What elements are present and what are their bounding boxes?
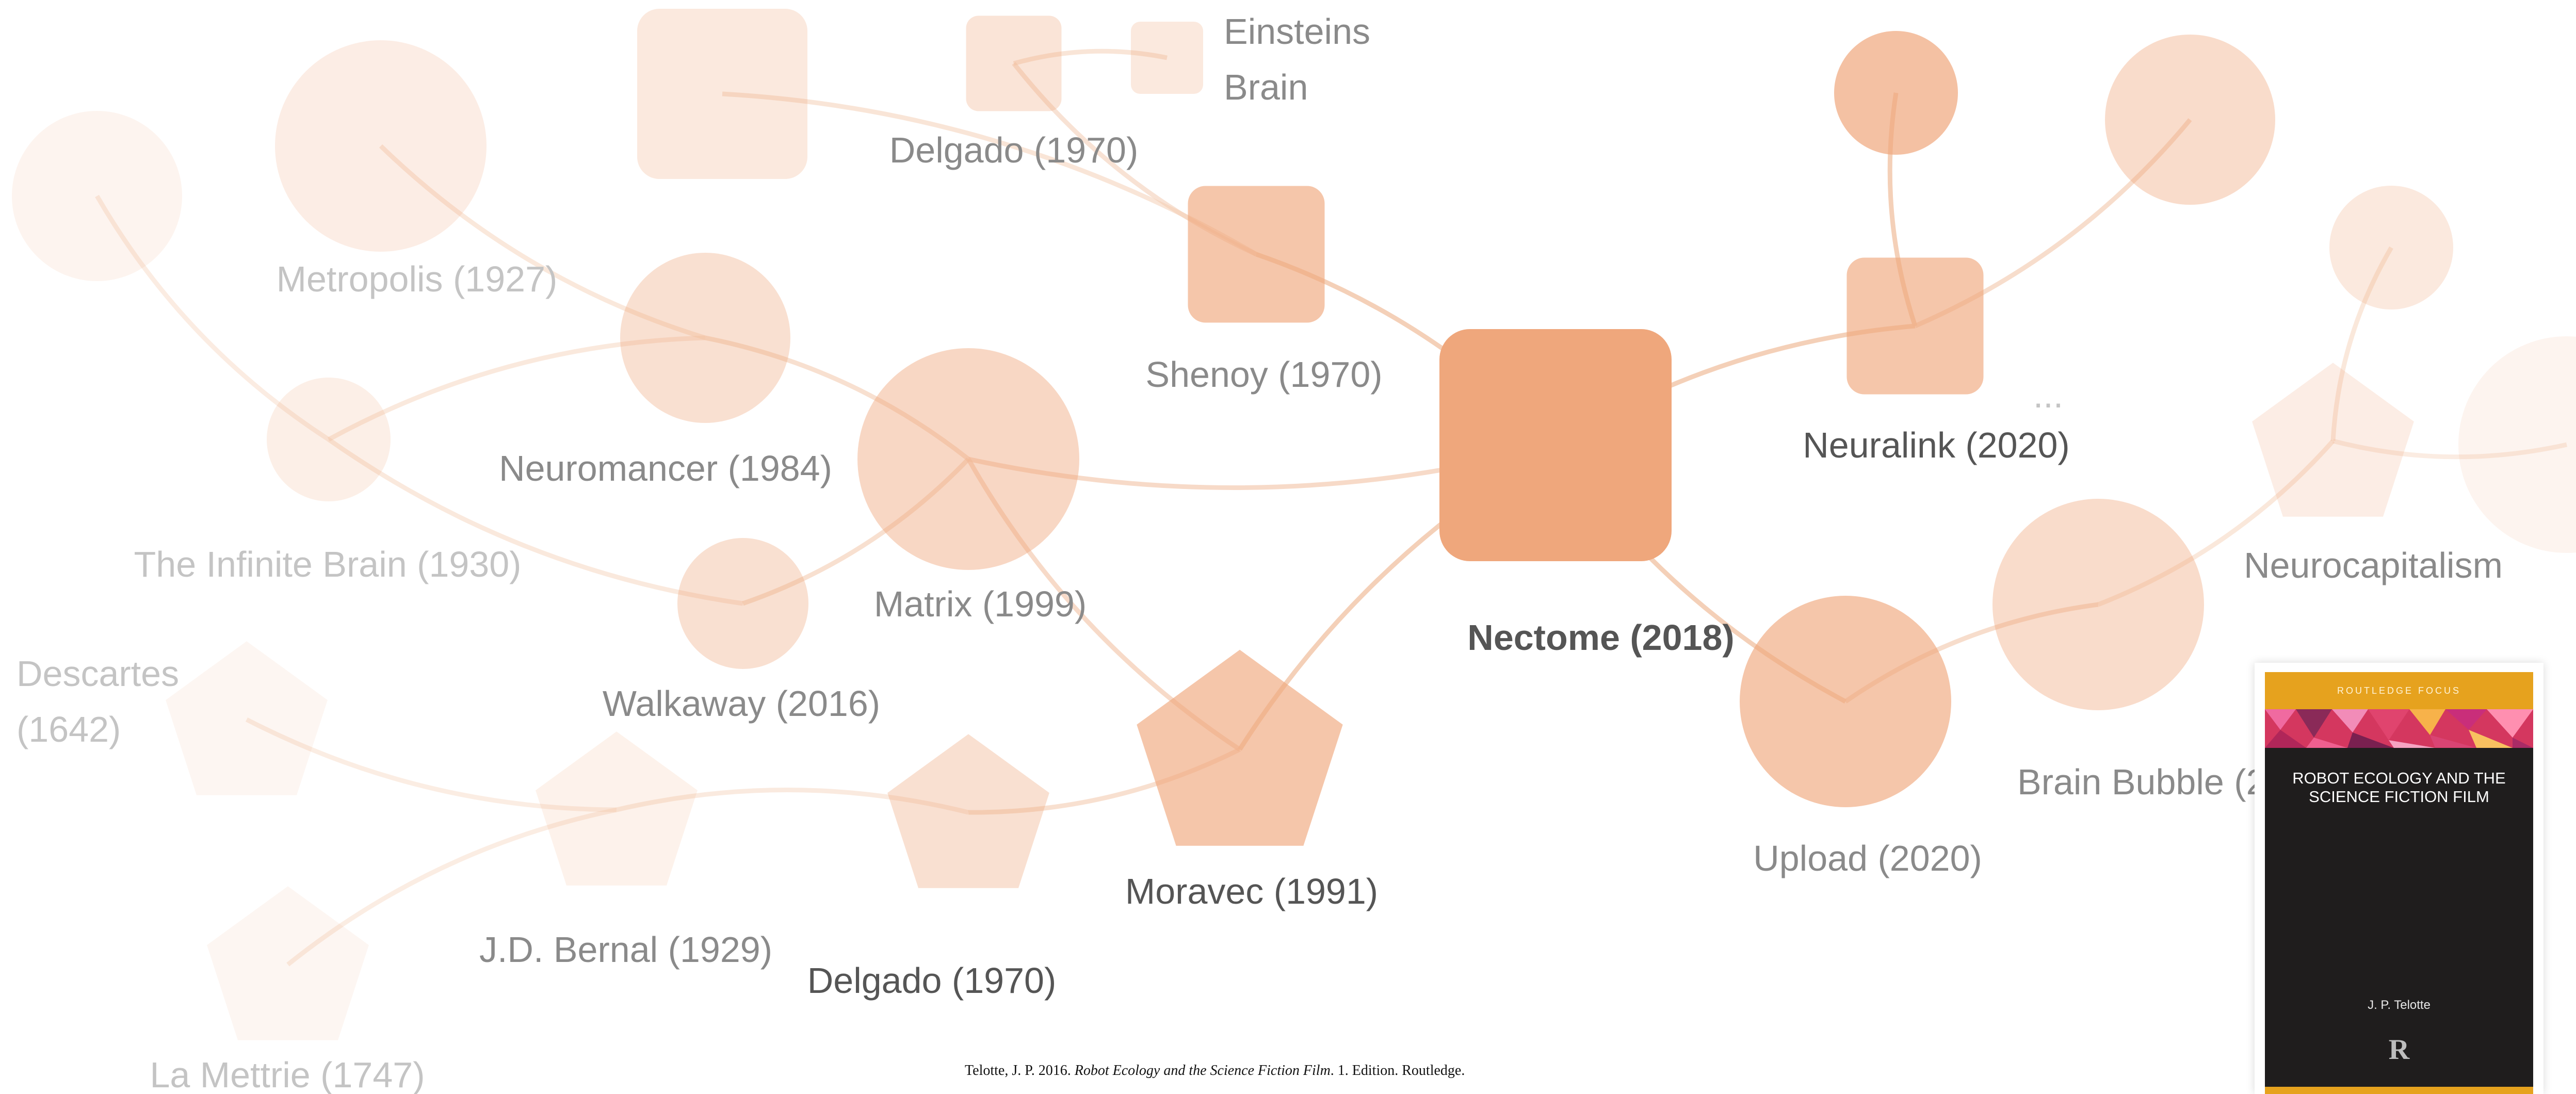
label-upload: Upload (2020) (1753, 838, 1982, 878)
node-walkaway[interactable] (677, 538, 808, 669)
label-neurocapitalism: Neurocapitalism (2244, 545, 2503, 585)
node-shenoy[interactable] (1188, 186, 1325, 323)
edge-neurocapitalism-right-edge-circle (2332, 438, 2567, 460)
label-walkaway: Walkaway (2016) (603, 683, 880, 724)
label-bernal: J.D. Bernal (1929) (479, 929, 772, 970)
label-delgado-top: Delgado (1970) (889, 130, 1139, 170)
label-moravec: Moravec (1991) (1125, 871, 1378, 911)
book-author: J. P. Telotte (2368, 998, 2431, 1012)
node-neurocapitalism[interactable] (2252, 363, 2414, 517)
label-neuromancer: Neuromancer (1984) (499, 448, 832, 488)
book-mosaic-art (2265, 709, 2533, 748)
node-top-square-unlabeled[interactable] (637, 9, 807, 179)
node-nectome[interactable] (1439, 329, 1672, 561)
node-infinite-brain[interactable] (267, 378, 391, 501)
node-einsteins-brain[interactable] (1131, 22, 1203, 94)
label-metropolis: Metropolis (1927) (277, 259, 558, 299)
book-top-band (2265, 672, 2533, 709)
edge-neuromancer-infinite-brain (327, 335, 706, 442)
node-descartes[interactable] (166, 641, 328, 795)
label-nectome: Nectome (2018) (1467, 617, 1734, 658)
label-la-mettrie: La Mettrie (1747) (150, 1055, 425, 1094)
node-bernal[interactable] (536, 731, 698, 886)
node-neuralink-child-a[interactable] (1834, 31, 1958, 155)
node-neuralink-child-b[interactable] (2105, 35, 2275, 205)
citation: Telotte, J. P. 2016. Robot Ecology and t… (965, 1063, 1465, 1079)
citation-suffix: . 1. Edition. Routledge. (1330, 1063, 1465, 1079)
label-einsteins-brain-line-1: Einsteins (1224, 11, 1370, 52)
edge-matrix-walkaway (742, 457, 970, 606)
node-upload[interactable] (1740, 596, 1951, 807)
node-delgado-bottom[interactable] (887, 734, 1049, 888)
node-metropolis[interactable] (275, 40, 487, 252)
edge-delgado-bottom-bernal (615, 788, 969, 815)
label-neuralink: Neuralink (2020) (1803, 425, 2069, 465)
edge-infinite-brain-far-left-circle (95, 194, 330, 442)
node-moravec[interactable] (1137, 649, 1343, 846)
node-neuralink[interactable] (1846, 257, 1984, 395)
label-einsteins-brain-line-2: Brain (1224, 67, 1308, 107)
label-brain-bubble: Brain Bubble (2 (2017, 762, 2266, 802)
node-neurocap-child[interactable] (2329, 186, 2453, 309)
label-infinite-brain: The Infinite Brain (1930) (134, 544, 522, 584)
edge-infinite-brain-walkaway (327, 437, 743, 606)
edge-shenoy-top-square-unlabeled (722, 91, 1258, 256)
citation-prefix: Telotte, J. P. 2016. (965, 1063, 1075, 1079)
label-descartes-line-2: (1642) (17, 709, 121, 749)
node-matrix[interactable] (857, 348, 1079, 570)
ellipsis-more-nodes: ... (2033, 375, 2063, 415)
node-la-mettrie[interactable] (207, 886, 369, 1040)
edge-matrix-neuromancer (705, 335, 970, 461)
book-cover-front: ROUTLEDGE FOCUS ROBOT ECOLOGY AND THE SC… (2265, 672, 2533, 1094)
node-far-left-circle[interactable] (12, 111, 182, 281)
book-series: ROUTLEDGE FOCUS (2337, 685, 2461, 696)
edge-bernal-descartes (245, 717, 617, 812)
citation-title: Robot Ecology and the Science Fiction Fi… (1074, 1063, 1331, 1079)
edge-delgado-top-einsteins-brain (1013, 48, 1168, 66)
label-descartes-line-1: Descartes (17, 654, 179, 694)
edge-neurocapitalism-neurocap-child (2330, 246, 2393, 442)
node-delgado-top[interactable] (966, 15, 1062, 111)
edge-neuromancer-metropolis (379, 144, 706, 340)
book-title: ROBOT ECOLOGY AND THE SCIENCE FICTION FI… (2292, 769, 2506, 806)
book-bottom-band (2265, 1087, 2533, 1094)
node-brain-bubble[interactable] (1992, 499, 2204, 710)
label-matrix: Matrix (1999) (874, 584, 1087, 624)
book-cover: ROUTLEDGE FOCUS ROBOT ECOLOGY AND THE SC… (2255, 663, 2543, 1094)
label-shenoy: Shenoy (1970) (1145, 354, 1382, 395)
node-right-edge-circle[interactable] (2458, 336, 2576, 553)
node-neuromancer[interactable] (620, 253, 790, 423)
publisher-logo: R (2388, 1034, 2410, 1066)
edge-brain-bubble-neurocapitalism (2097, 439, 2335, 607)
edge-bernal-la-mettrie (286, 807, 617, 967)
label-delgado-bottom: Delgado (1970) (807, 960, 1057, 1001)
